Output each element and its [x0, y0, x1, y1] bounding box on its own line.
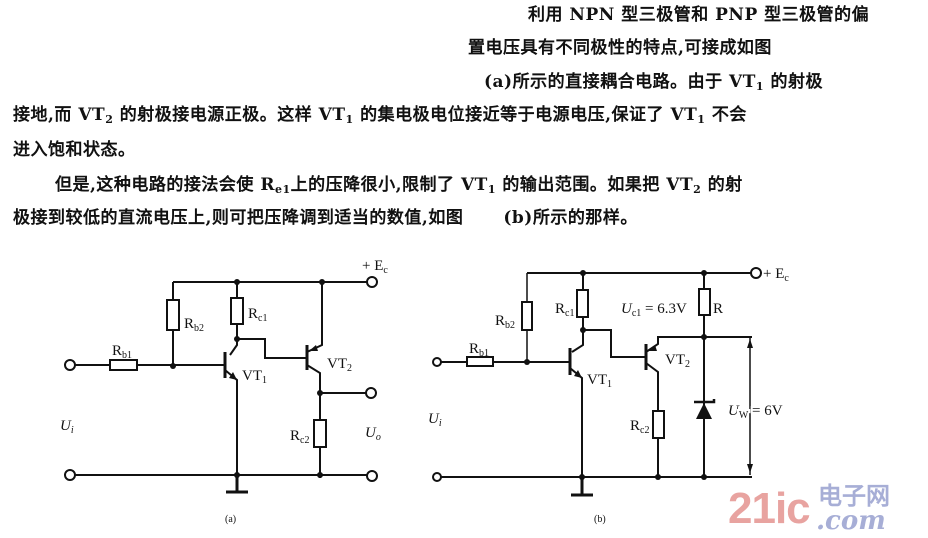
text-seg: 不会: [705, 105, 747, 125]
zener-diode-icon: [696, 403, 712, 419]
label-rb2-b: Rb2: [495, 313, 515, 331]
resistor-rc1-a: [230, 297, 244, 325]
zener-bar: [694, 399, 716, 404]
text-line-5: 进入饱和状态。: [13, 140, 136, 160]
text-line-6: 但是,这种电路的接法会使 Re1上的压降很小,限制了 VT1 的输出范围。如果把…: [55, 175, 743, 200]
arrow-up-icon: [747, 339, 753, 348]
terminal-ground-in-a: [64, 469, 76, 481]
junction-dot: [524, 359, 530, 365]
junction-dot: [701, 474, 707, 480]
label-rc1-a: Rc1: [248, 306, 267, 324]
terminal-output-a: [365, 387, 377, 399]
watermark-logo: 21ic 电子网 .com: [728, 482, 928, 538]
junction-dot: [655, 474, 661, 480]
circuit-b: + Ec Rb2 Rc1 Rb1 VT1 VT2 Uc1 = 6.3V R Rc…: [428, 266, 789, 525]
label-rb2-a: Rb2: [184, 316, 204, 334]
resistor-r-b: [698, 288, 711, 316]
label-vt2-b: VT2: [665, 352, 690, 370]
wire-link-b: [583, 329, 645, 358]
label-vt1-a: VT1: [242, 368, 267, 386]
emitter-arrow-icon: [309, 345, 318, 351]
emitter-arrow-icon: [574, 370, 582, 378]
resistor-rb1-b: [466, 356, 494, 367]
terminal-ground-in-b: [432, 472, 442, 482]
label-uc1-b: Uc1 = 6.3V: [621, 301, 687, 319]
transistor-vt1-emitter-a: [224, 369, 238, 478]
junction-dot: [317, 472, 323, 478]
label-ec-b: + Ec: [763, 266, 789, 284]
resistor-rc2-b: [652, 410, 665, 439]
text-seg: (b)所示的那样。: [503, 208, 638, 228]
text-seg: 的射极: [764, 72, 823, 92]
text-line-7: 极接到较低的直流电压上,则可把压降调到适当的数值,如图 (b)所示的那样。: [13, 208, 638, 228]
text-sub: 1: [487, 183, 496, 196]
label-r-b: R: [713, 301, 723, 317]
text-seg: 上的压降很小,限制了 VT: [290, 175, 488, 195]
text-sub: e1: [274, 183, 291, 196]
text-line-4: 接地,而 VT2 的射极接电源正极。这样 VT1 的集电极电位接近等于电源电压,…: [13, 105, 747, 130]
text-seg: 的输出范围。如果把 VT: [495, 175, 694, 195]
label-vt2-a: VT2: [327, 356, 352, 374]
label-uw-b: UW = 6V: [728, 403, 783, 421]
terminal-ec-b: [750, 267, 762, 279]
ground-icon: [226, 475, 248, 494]
terminal-input-b: [432, 357, 442, 367]
resistor-rc1-b: [576, 289, 589, 318]
text-line-1: 利用 NPN 型三极管和 PNP 型三极管的偏: [528, 5, 870, 25]
emitter-arrow-icon: [229, 372, 237, 380]
resistor-rb1-a: [109, 359, 138, 371]
text-seg: 极接到较低的直流电压上,则可把压降调到适当的数值,如图: [13, 208, 464, 228]
text-seg: 接地,而 VT: [13, 105, 106, 125]
arrow-down-icon: [747, 464, 753, 473]
wire-link-a: [237, 338, 306, 359]
terminal-ec-a: [366, 276, 378, 288]
watermark-com: .com: [816, 506, 886, 536]
caption-b: (b): [594, 514, 606, 525]
resistor-rc2-a: [313, 419, 327, 448]
label-uo-a: Uo: [365, 425, 381, 443]
emitter-arrow-icon: [648, 345, 657, 351]
text-sub: 1: [755, 80, 765, 93]
circuit-a: + Ec Rb2 Rc1 Rb1 VT1 VT2 Ui Uo Rc2 (a): [60, 258, 388, 525]
text-seg: (a)所示的直接耦合电路。由于 VT: [484, 72, 756, 92]
text-seg: 但是,这种电路的接法会使 R: [55, 175, 275, 195]
text-seg: 的射极接电源正极。这样 VT: [113, 105, 346, 125]
text-sub: 2: [693, 183, 702, 196]
text-sub: 1: [345, 113, 354, 126]
text-line-3: (a)所示的直接耦合电路。由于 VT1 的射极: [484, 72, 823, 97]
terminal-input-a: [64, 359, 76, 371]
transistor-vt1-emitter-b: [569, 367, 583, 478]
watermark-cn: 电子网: [818, 482, 890, 510]
label-ec-a: + Ec: [362, 258, 388, 276]
transistor-vt2-emitter-a: [306, 282, 323, 353]
text-seg: 的射: [701, 175, 743, 195]
label-rc2-a: Rc2: [290, 428, 309, 446]
text-line-2: 置电压具有不同极性的特点,可接成如图: [468, 38, 772, 58]
watermark-21ic: 21ic: [728, 484, 811, 533]
junction-dot: [170, 363, 176, 369]
text-sub: 1: [697, 113, 706, 126]
terminal-ground-out-a: [366, 470, 378, 482]
label-ui-a: Ui: [60, 418, 74, 436]
label-ui-b: Ui: [428, 411, 442, 429]
resistor-rb2-b: [521, 301, 533, 331]
label-vt1-b: VT1: [587, 372, 612, 390]
label-rc2-b: Rc2: [630, 418, 649, 436]
label-rc1-b: Rc1: [555, 301, 574, 319]
label-rb1-a: Rb1: [112, 343, 132, 361]
caption-a: (a): [225, 514, 236, 525]
ground-icon: [571, 477, 593, 497]
resistor-rb2-a: [166, 299, 180, 331]
transistor-vt2-collector-b: [645, 362, 659, 477]
text-sub: 2: [105, 113, 114, 126]
label-rb1-b: Rb1: [469, 341, 489, 359]
text-seg: 的集电极电位接近等于电源电压,保证了 VT: [353, 105, 698, 125]
